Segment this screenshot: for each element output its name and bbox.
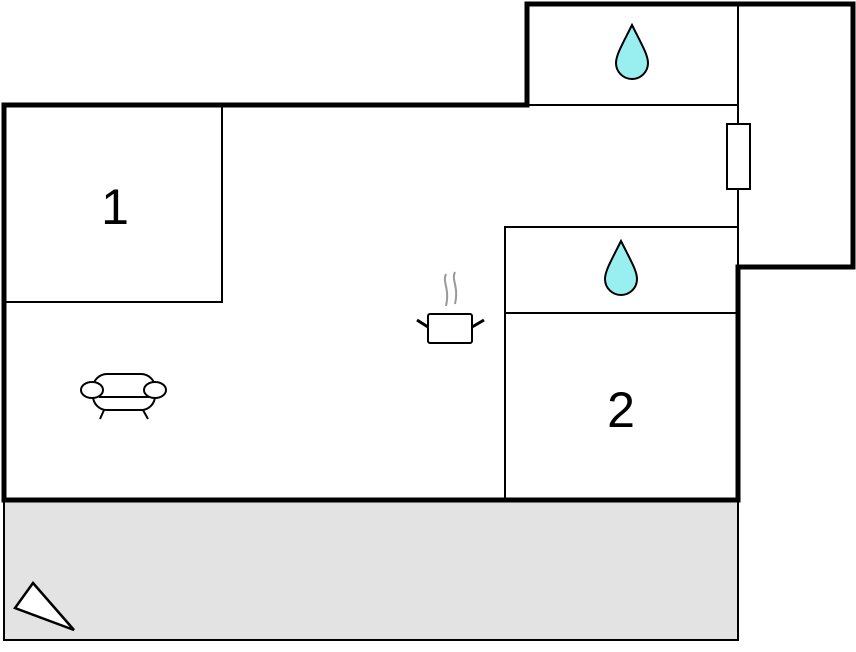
- bedroom-2-label: 2: [607, 382, 635, 438]
- triangle-icon: [13, 580, 75, 632]
- water-drop-icon: [603, 238, 639, 296]
- water-drop-icon: [614, 22, 650, 80]
- window-icon: [726, 123, 751, 190]
- sofa-icon: [80, 373, 167, 420]
- cooking-pot-icon: [416, 271, 485, 344]
- bedroom-1-label: 1: [101, 179, 129, 235]
- outer-walls: [1, 1, 856, 503]
- terrace: [3, 499, 739, 641]
